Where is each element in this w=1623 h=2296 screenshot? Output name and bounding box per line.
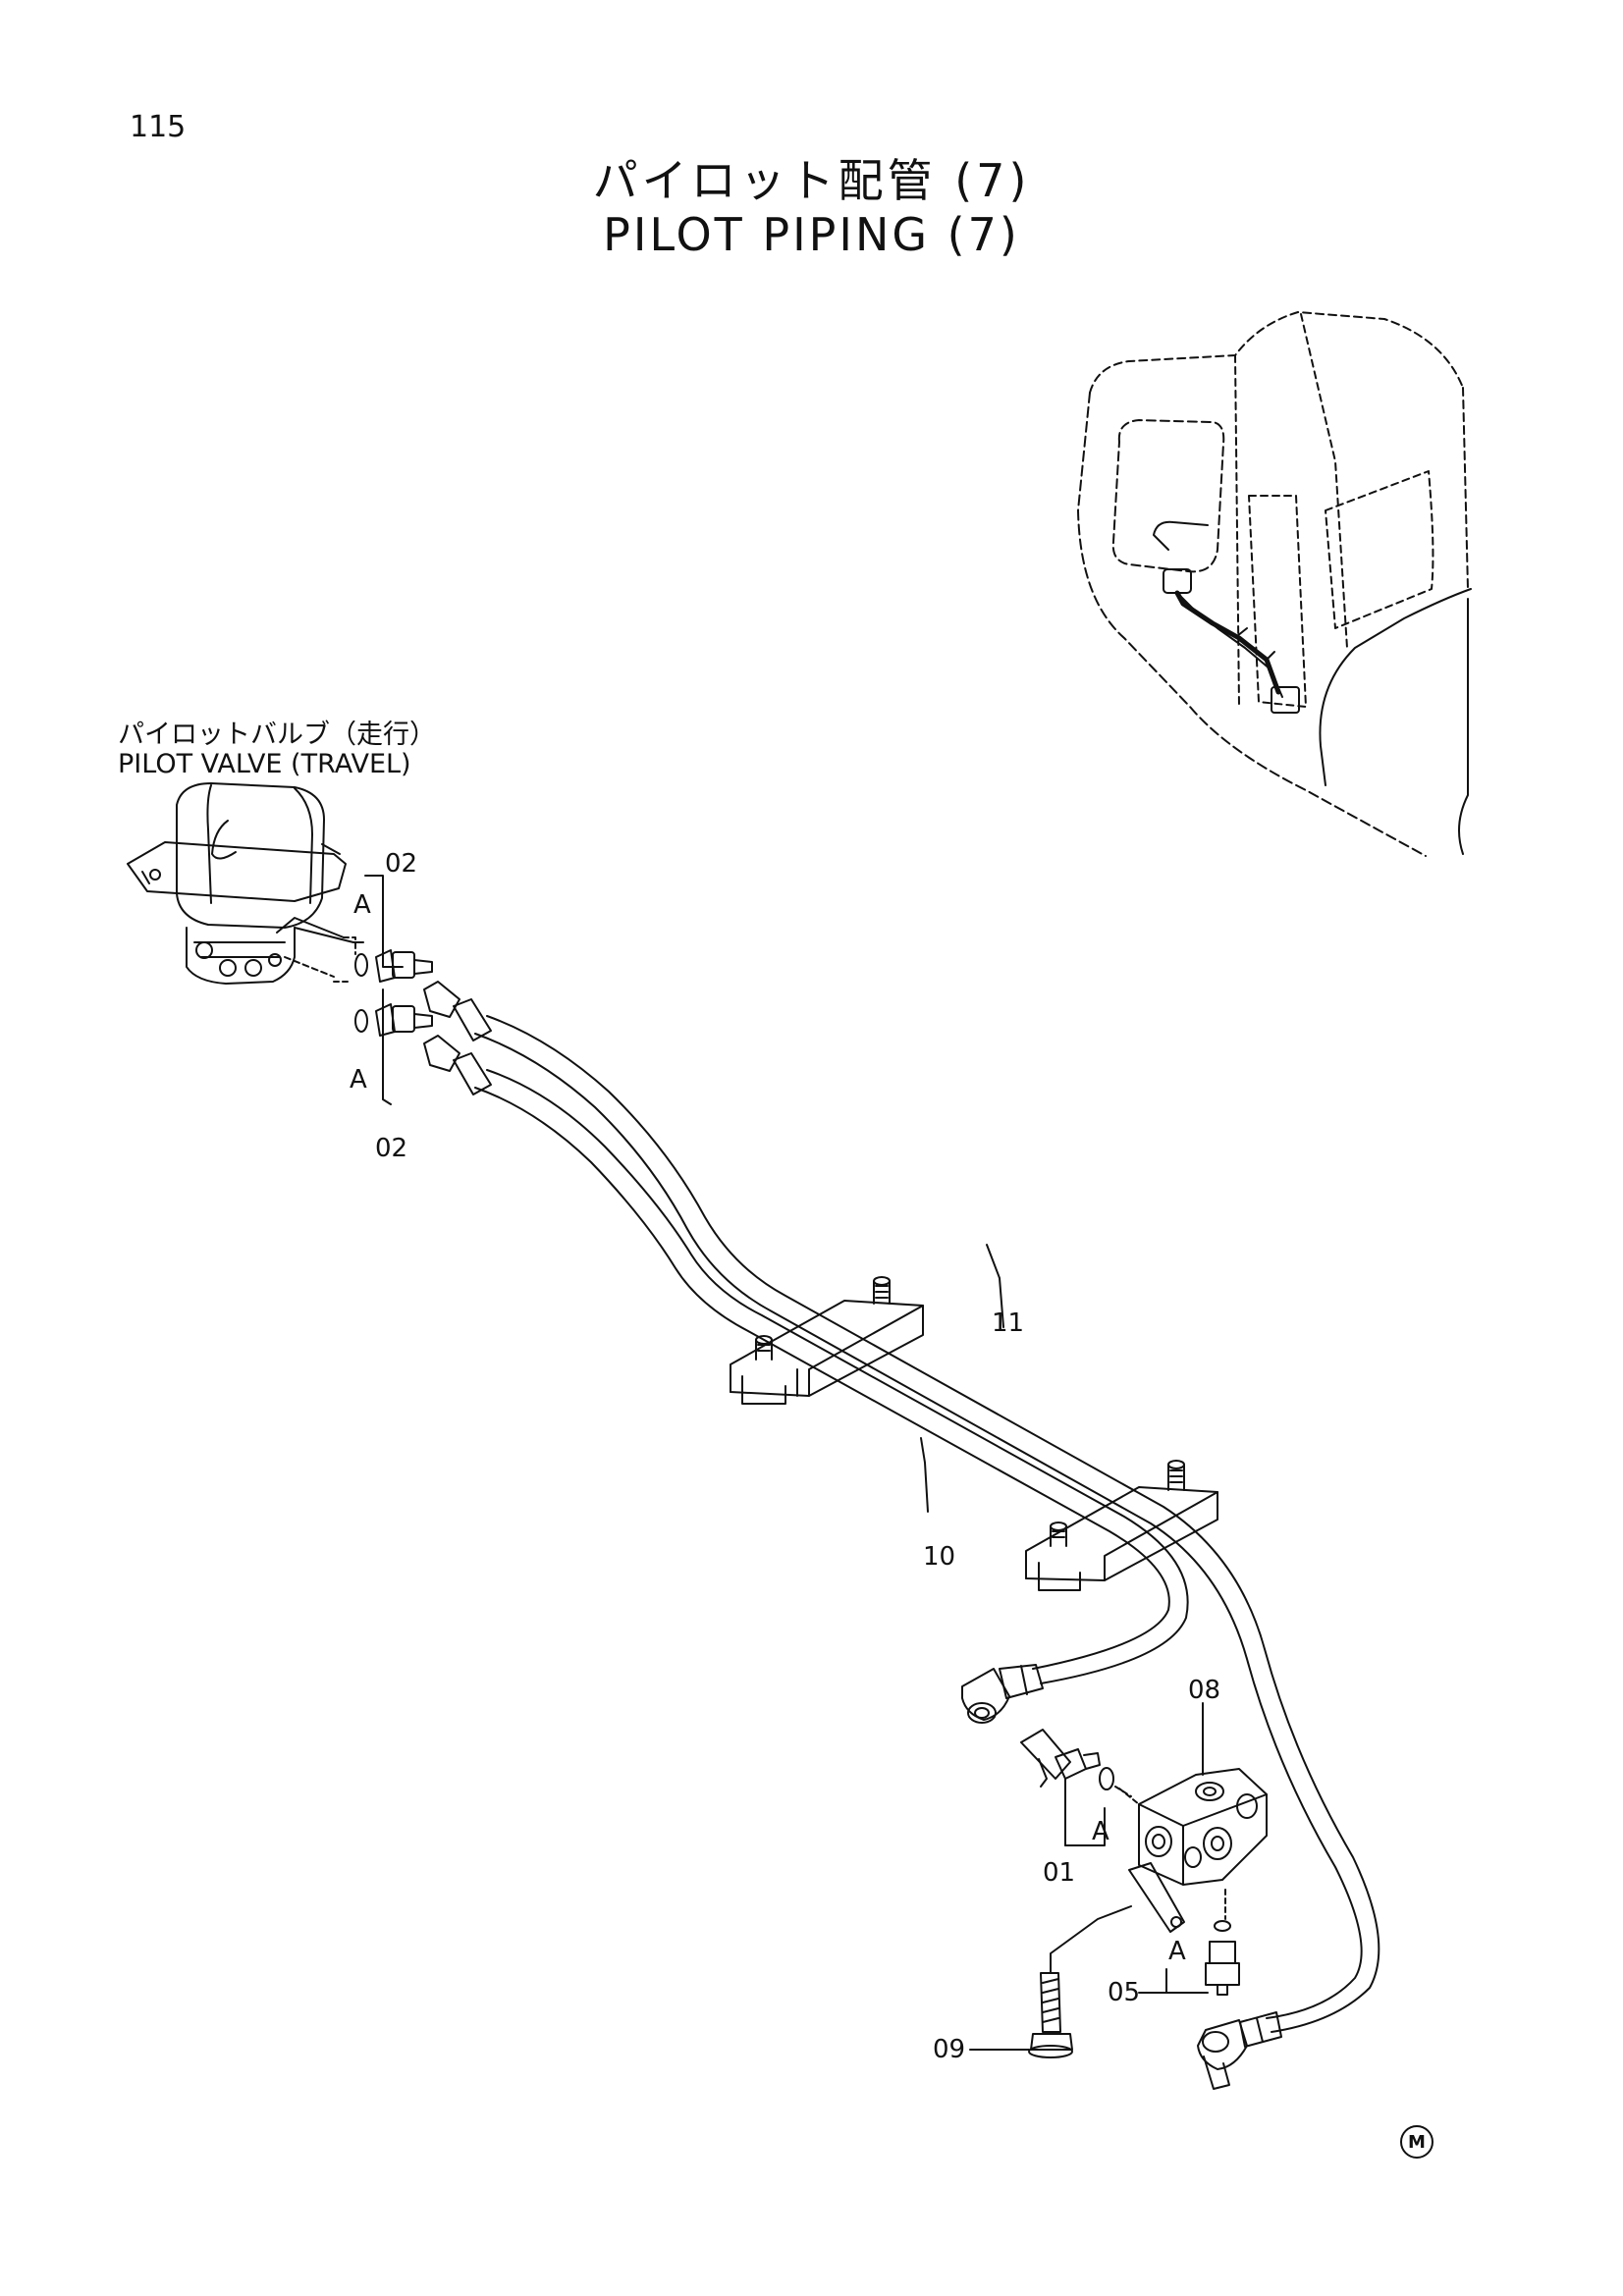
page-title-english: PILOT PIPING (7) <box>603 208 1020 261</box>
part-label-02-top: 02 <box>385 849 417 879</box>
leader-lines <box>920 1244 1209 2051</box>
detail-mark-a-fitting: A <box>1168 1937 1186 1966</box>
adapter-group-02 <box>333 875 433 1105</box>
circled-m-mark: M <box>1400 2125 1434 2159</box>
part-label-01: 01 <box>1043 1858 1075 1888</box>
part-label-05: 05 <box>1108 1978 1140 2007</box>
cab-overview <box>1077 311 1472 857</box>
detail-mark-a-bottom: A <box>350 1065 367 1095</box>
detail-mark-a-valve: A <box>1092 1817 1109 1846</box>
hose-assemblies <box>423 981 1380 2090</box>
part-label-11: 11 <box>992 1308 1024 1338</box>
hose-clamps <box>730 1276 1218 1591</box>
bolt-09 <box>1028 1905 1132 2058</box>
part-label-09: 09 <box>933 2035 965 2064</box>
pilot-valve-label-english: PILOT VALVE (TRAVEL) <box>118 749 411 779</box>
pilot-valve-travel <box>127 782 364 985</box>
valve-block-08 <box>1118 1768 1268 1996</box>
page-number: 115 <box>130 110 187 144</box>
detail-mark-a-top: A <box>353 890 371 920</box>
part-label-08: 08 <box>1188 1676 1220 1705</box>
part-label-02-bottom: 02 <box>375 1134 407 1163</box>
pilot-valve-label-japanese: パイロットバルブ（走行） <box>118 720 436 750</box>
adapter-01 <box>1020 1729 1132 1846</box>
part-label-10: 10 <box>923 1542 955 1572</box>
page-title-japanese: パイロット配管 (7) <box>592 154 1031 207</box>
